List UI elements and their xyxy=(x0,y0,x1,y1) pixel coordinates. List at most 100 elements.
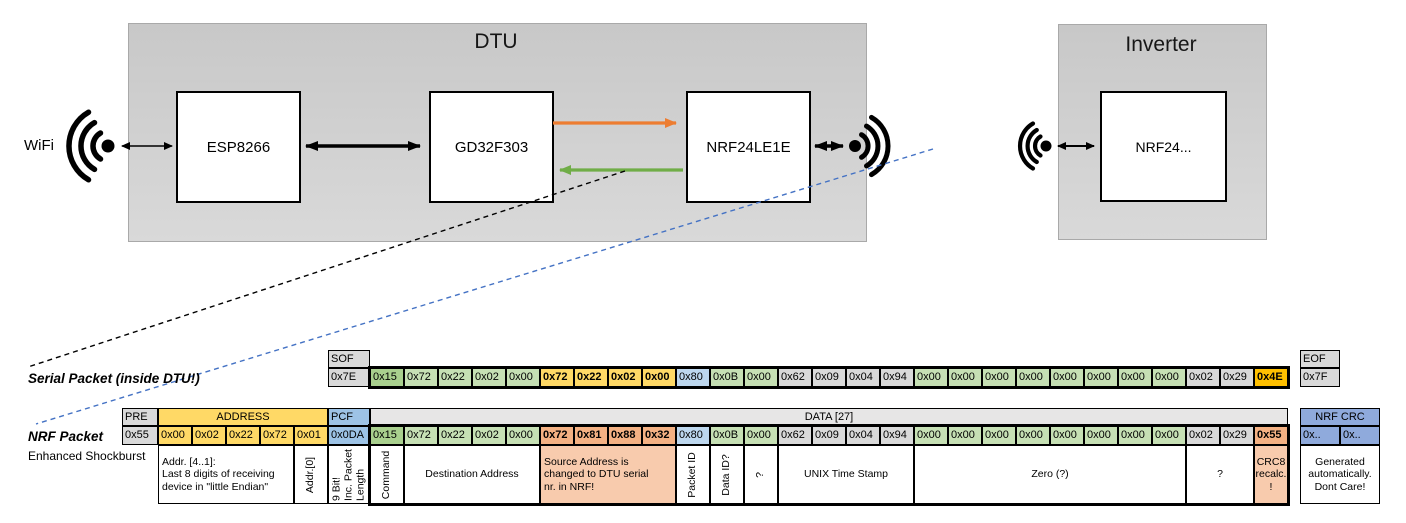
serial-data-byte: 0x80 xyxy=(676,368,710,387)
wifi-label: WiFi xyxy=(24,137,54,154)
field-annotation: 9 Bit! Inc. Packet Length xyxy=(328,445,370,504)
nrf-data-byte: 0x00 xyxy=(1050,426,1084,445)
serial-data-byte: 0x00 xyxy=(914,368,948,387)
nrf-data-byte: 0x62 xyxy=(778,426,812,445)
nrf-data-byte: 0x00 xyxy=(1084,426,1118,445)
nrf-address-byte: 0x02 xyxy=(192,426,226,445)
nrf-crc-header: NRF CRC xyxy=(1300,408,1380,426)
serial-sof-value: 0x7E xyxy=(328,368,370,387)
dtu-title: DTU xyxy=(474,30,518,53)
serial-data-byte: 0x22 xyxy=(438,368,472,387)
serial-data-byte: 0x00 xyxy=(506,368,540,387)
nrf-data-byte: 0x22 xyxy=(438,426,472,445)
serial-data-byte: 0x62 xyxy=(778,368,812,387)
nrf-data-byte: 0x02 xyxy=(472,426,506,445)
nrf-data-byte: 0x81 xyxy=(574,426,608,445)
nrf-data-byte: 0x55 xyxy=(1254,426,1288,445)
field-annotation: ? xyxy=(1186,445,1254,504)
nrf-data-byte: 0x00 xyxy=(1016,426,1050,445)
enhanced-shockburst-label: Enhanced Shockburst xyxy=(28,449,146,463)
chip-gd32f303: GD32F303 xyxy=(429,91,554,203)
field-annotation: UNIX Time Stamp xyxy=(778,445,914,504)
serial-data-byte: 0x00 xyxy=(642,368,676,387)
nrf-data-byte: 0x09 xyxy=(812,426,846,445)
serial-data-byte: 0x00 xyxy=(1118,368,1152,387)
serial-eof-value: 0x7F xyxy=(1300,368,1340,387)
nrf-packet-label: NRF Packet xyxy=(28,429,104,444)
serial-data-byte: 0x00 xyxy=(1016,368,1050,387)
serial-data-byte: 0x00 xyxy=(982,368,1016,387)
field-annotation: Command xyxy=(370,445,404,504)
serial-data-byte: 0x09 xyxy=(812,368,846,387)
field-annotation: Destination Address xyxy=(404,445,540,504)
field-annotation: Addr.[0] xyxy=(294,445,328,504)
serial-data-byte: 0x02 xyxy=(1186,368,1220,387)
nrf-pre-value: 0x55 xyxy=(122,426,158,445)
nrf-crc-byte: 0x.. xyxy=(1300,426,1340,445)
chip-nrf24le1e: NRF24LE1E xyxy=(686,91,811,203)
serial-sof-header: SOF xyxy=(328,350,370,368)
nrf-pre-header: PRE xyxy=(122,408,158,426)
nrf-data-byte: 0x02 xyxy=(1186,426,1220,445)
nrf-address-byte: 0x00 xyxy=(158,426,192,445)
nrf-data-byte: 0x04 xyxy=(846,426,880,445)
nrf-data-byte: 0x32 xyxy=(642,426,676,445)
serial-data-byte: 0x15 xyxy=(370,368,404,387)
nrf-data-byte: 0x00 xyxy=(982,426,1016,445)
nrf-crc-byte: 0x.. xyxy=(1340,426,1380,445)
serial-data-byte: 0x02 xyxy=(472,368,506,387)
serial-data-byte: 0x02 xyxy=(608,368,642,387)
nrf-data-byte: 0x15 xyxy=(370,426,404,445)
nrf-data-byte: 0x0B xyxy=(710,426,744,445)
chip-inverter-nrf24: NRF24... xyxy=(1100,91,1227,202)
serial-data-byte: 0x22 xyxy=(574,368,608,387)
nrf-data-byte: 0x00 xyxy=(914,426,948,445)
nrf-data-byte: 0x00 xyxy=(948,426,982,445)
serial-data-byte: 0x29 xyxy=(1220,368,1254,387)
serial-data-byte: 0x00 xyxy=(1084,368,1118,387)
serial-data-byte: 0x00 xyxy=(744,368,778,387)
inverter-title: Inverter xyxy=(1125,33,1197,56)
nrf-data-byte: 0x88 xyxy=(608,426,642,445)
nrf-data-byte: 0x94 xyxy=(880,426,914,445)
nrf-data-byte: 0x72 xyxy=(404,426,438,445)
serial-data-byte: 0x4E xyxy=(1254,368,1288,387)
serial-data-byte: 0x00 xyxy=(1152,368,1186,387)
nrf-pcf-value: 0x0DA xyxy=(328,426,370,445)
nrf-data-byte: 0x00 xyxy=(1152,426,1186,445)
chip-esp8266: ESP8266 xyxy=(176,91,301,203)
nrf-data-byte: 0x00 xyxy=(744,426,778,445)
nrf-address-byte: 0x22 xyxy=(226,426,260,445)
field-annotation: Zero (?) xyxy=(914,445,1186,504)
field-annotation: Data ID? xyxy=(710,445,744,504)
nrf-data-byte: 0x00 xyxy=(506,426,540,445)
field-annotation: Generated automatically. Dont Care! xyxy=(1300,445,1380,504)
field-annotation: Packet ID xyxy=(676,445,710,504)
wifi-icon-inverter xyxy=(1018,121,1052,171)
field-annotation: CRC8 recalc. ! xyxy=(1254,445,1288,504)
serial-data-byte: 0x04 xyxy=(846,368,880,387)
nrf-pcf-header: PCF xyxy=(328,408,370,426)
nrf-data-byte: 0x29 xyxy=(1220,426,1254,445)
field-annotation: Addr. [4..1]: Last 8 digits of receiving… xyxy=(158,445,294,504)
nrf-data-byte: 0x00 xyxy=(1118,426,1152,445)
serial-data-byte: 0x94 xyxy=(880,368,914,387)
nrf-address-byte: 0x01 xyxy=(294,426,328,445)
serial-packet-label: Serial Packet (inside DTU!) xyxy=(28,371,200,386)
nrf-data-header: DATA [27] xyxy=(370,408,1288,426)
serial-data-byte: 0x72 xyxy=(540,368,574,387)
wifi-icon-dtu xyxy=(66,109,115,183)
field-annotation: Source Address is changed to DTU serial … xyxy=(540,445,676,504)
nrf-data-byte: 0x80 xyxy=(676,426,710,445)
serial-data-byte: 0x0B xyxy=(710,368,744,387)
serial-data-byte: 0x00 xyxy=(1050,368,1084,387)
serial-data-byte: 0x72 xyxy=(404,368,438,387)
serial-data-byte: 0x00 xyxy=(948,368,982,387)
serial-eof-header: EOF xyxy=(1300,350,1340,368)
nrf-data-byte: 0x72 xyxy=(540,426,574,445)
nrf-address-header: ADDRESS xyxy=(158,408,328,426)
nrf-address-byte: 0x72 xyxy=(260,426,294,445)
